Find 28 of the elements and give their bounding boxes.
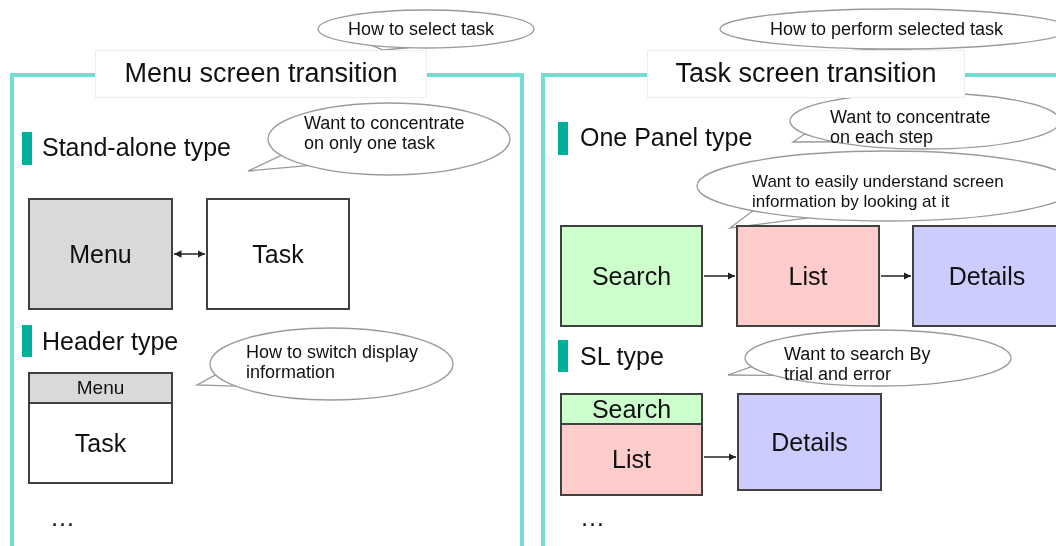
section-heading: SL type bbox=[580, 342, 664, 371]
screen-box: Search bbox=[560, 225, 703, 327]
panel-title: Task screen transition bbox=[647, 50, 965, 98]
section-heading: One Panel type bbox=[580, 123, 753, 152]
arrow bbox=[880, 272, 912, 280]
ellipsis-text: … bbox=[580, 503, 605, 532]
bubble-text: How to perform selected task bbox=[770, 19, 1005, 39]
screen-box: Details bbox=[912, 225, 1056, 327]
screen-box: Task bbox=[206, 198, 350, 310]
bubble-text: Want to search By trial and error bbox=[784, 344, 932, 384]
bubble-text: Want to easily understand screen information by looking at it bbox=[752, 172, 1005, 212]
arrow bbox=[703, 272, 736, 280]
bubble-text: Want to concentrate on only one task bbox=[304, 113, 466, 153]
arrow bbox=[173, 250, 206, 258]
screen-box: Menu bbox=[28, 198, 173, 310]
section-heading: Header type bbox=[42, 327, 179, 356]
screen-box: Search bbox=[560, 393, 703, 425]
screen-box: Menu bbox=[28, 372, 173, 404]
bubble-text: How to switch display information bbox=[246, 342, 420, 382]
screen-box: Details bbox=[737, 393, 882, 491]
ellipsis-text: … bbox=[50, 503, 75, 532]
screen-box: List bbox=[560, 423, 703, 496]
screen-box: List bbox=[736, 225, 880, 327]
screen-box: Task bbox=[28, 402, 173, 484]
bubble-text: Want to concentrate on each step bbox=[830, 107, 992, 147]
arrow bbox=[703, 453, 737, 461]
section-heading: Stand-alone type bbox=[42, 133, 232, 162]
bubble-text: How to select task bbox=[348, 19, 496, 39]
